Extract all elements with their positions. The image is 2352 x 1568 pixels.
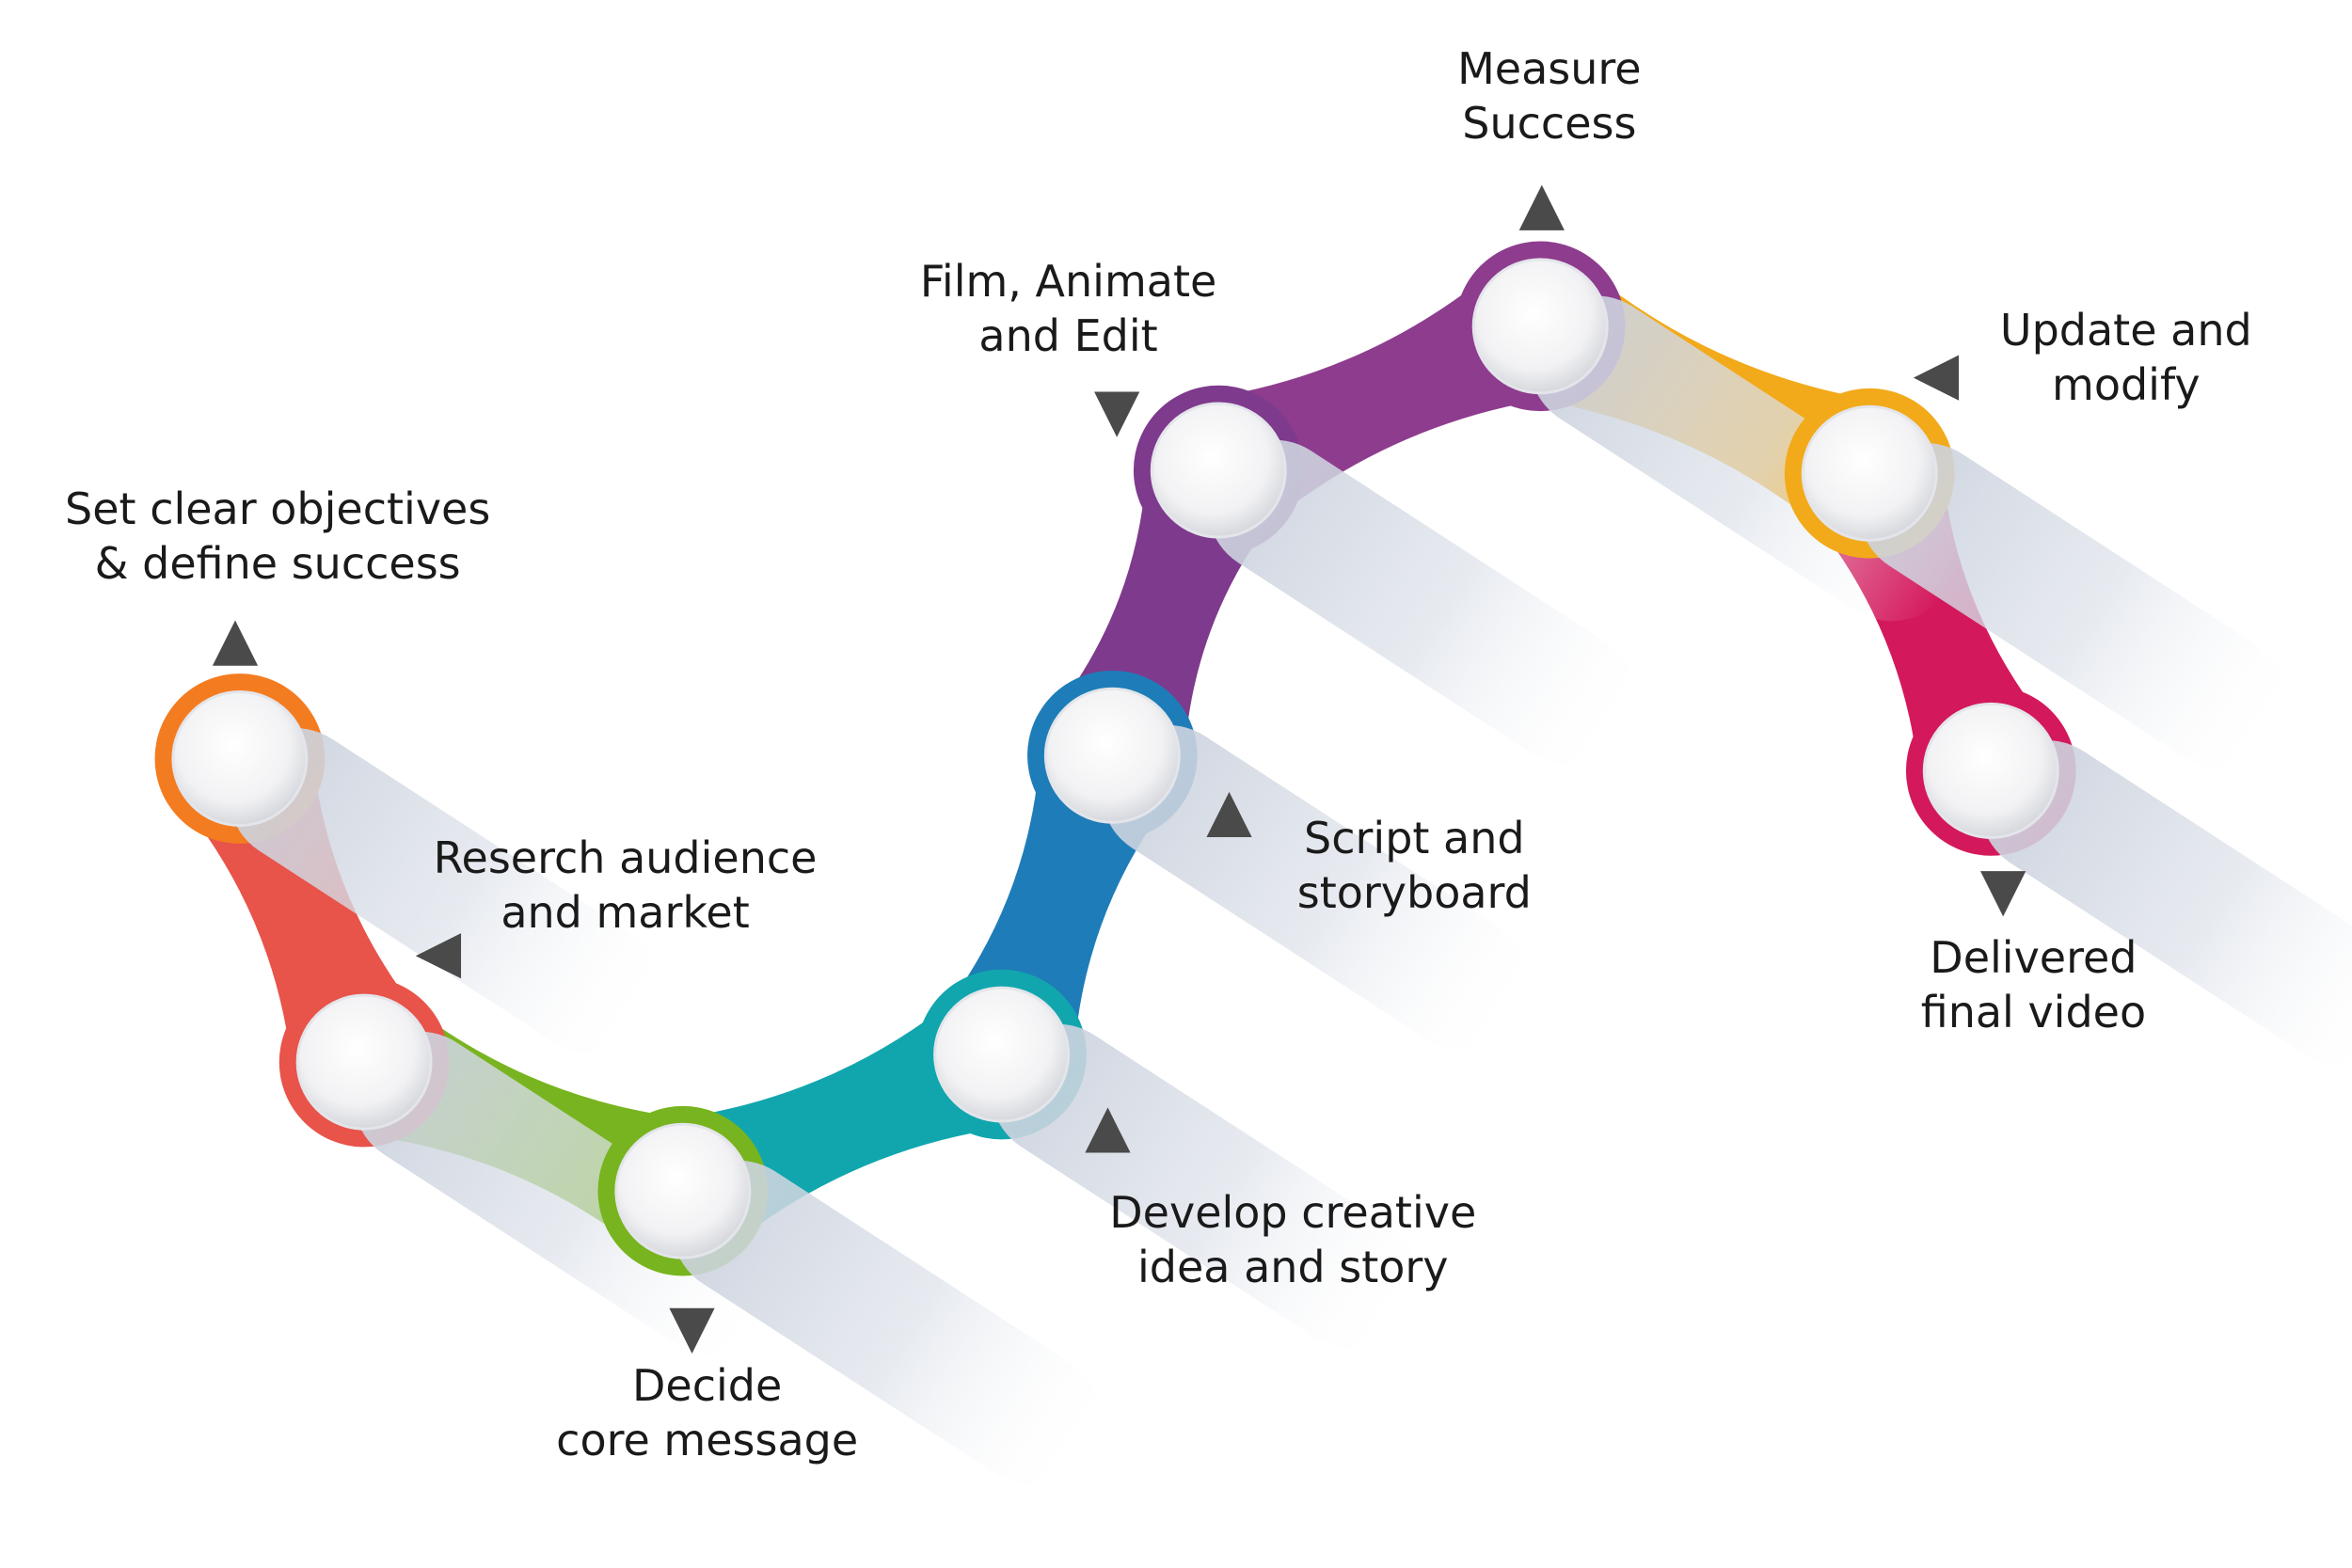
step-node	[597, 1105, 1102, 1486]
node-shadow-trail	[1979, 740, 2352, 1066]
node-knob	[1922, 702, 2059, 839]
step-node	[154, 673, 659, 1053]
node-shadow-trail	[1101, 724, 1531, 1051]
triangle-down-icon	[1980, 871, 2026, 917]
node-knob	[933, 986, 1071, 1123]
node-knob	[1150, 402, 1287, 539]
node-knob	[1471, 258, 1609, 395]
step-label-film-animate-edit: Film, Animate and Edit	[919, 256, 1217, 362]
node-knob	[295, 993, 433, 1131]
node-shadow-trail	[229, 728, 659, 1053]
node-knob	[171, 690, 309, 827]
step-label-decide-message: Decide core message	[556, 1360, 859, 1466]
node-shadow-trail	[991, 1023, 1420, 1350]
node-knob	[614, 1122, 752, 1259]
step-node	[1027, 670, 1531, 1051]
triangle-left-icon	[415, 933, 462, 979]
triangle-left-icon	[1913, 355, 1960, 401]
step-label-research-audience: Reserch audience and market	[433, 832, 818, 938]
triangle-down-icon	[1094, 391, 1140, 437]
step-node	[916, 969, 1420, 1350]
triangle-up-icon	[1085, 1107, 1131, 1153]
step-label-set-objectives: Set clear objectives & define success	[65, 483, 491, 589]
step-node	[1784, 388, 2288, 768]
triangle-down-icon	[669, 1307, 715, 1354]
node-knob	[1801, 404, 1938, 542]
triangle-up-icon	[1518, 184, 1565, 230]
node-shadow-trail	[1207, 439, 1637, 766]
step-label-update-modify: Update and modify	[1999, 304, 2252, 410]
step-node	[1133, 385, 1637, 766]
node-shadow-trail	[1858, 442, 2288, 768]
marker-group	[212, 184, 2026, 1354]
node-group	[154, 241, 2352, 1486]
step-label-develop-idea: Develop creative idea and story	[1109, 1187, 1477, 1293]
node-shadow-trail	[672, 1160, 1102, 1486]
step-node	[1905, 686, 2352, 1066]
triangle-up-icon	[212, 620, 259, 666]
step-label-measure-success: Measure Success	[1457, 43, 1642, 150]
step-label-script-storyboard: Script and storyboard	[1296, 812, 1532, 918]
triangle-up-icon	[1206, 791, 1252, 838]
step-label-delivered-video: Delivered final video	[1920, 932, 2147, 1038]
node-knob	[1043, 687, 1181, 824]
